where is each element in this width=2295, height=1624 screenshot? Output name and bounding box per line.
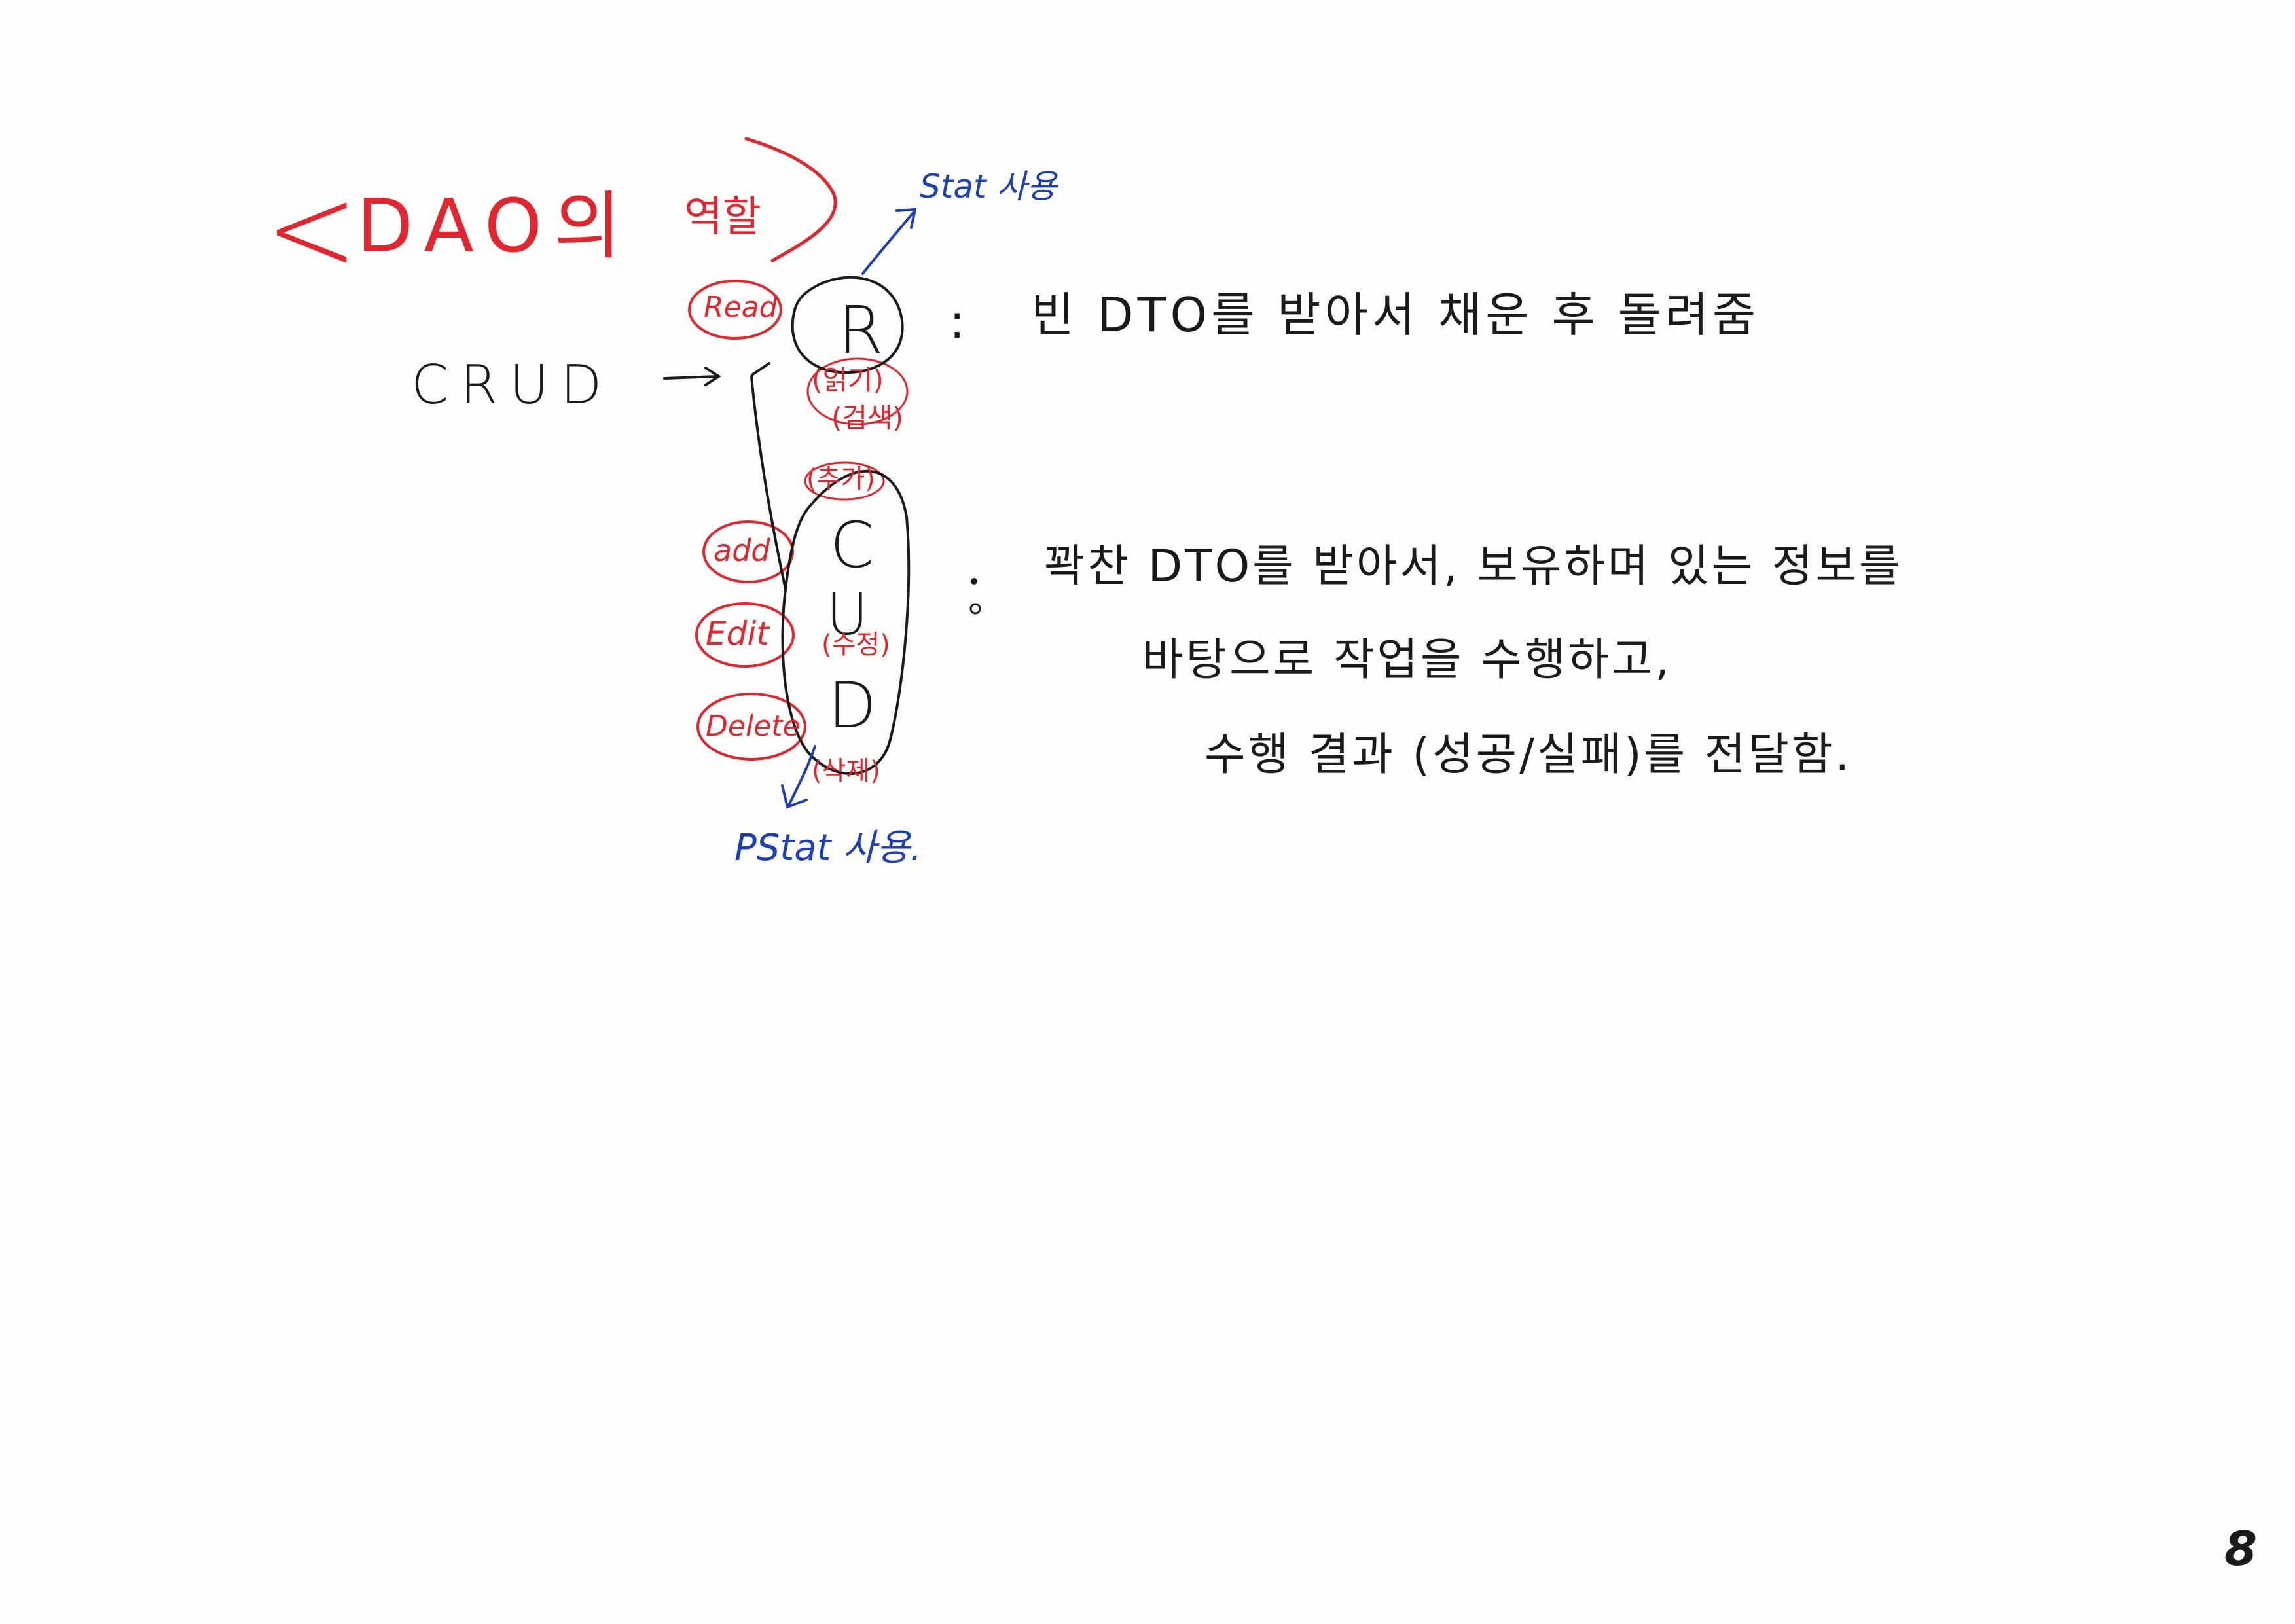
- delete-tag-circle: [696, 693, 806, 761]
- title-opening-bracket: <: [265, 158, 359, 300]
- read-tag: Read: [704, 291, 778, 324]
- stat-arrow-head: [895, 208, 917, 229]
- pstat-arrow: [787, 745, 816, 806]
- title-closing-bracket: [744, 137, 837, 262]
- delete-paren: (삭제): [812, 756, 880, 786]
- cud-colon-top: [971, 578, 977, 585]
- stat-arrow: [861, 211, 914, 275]
- read-paren-circle: [806, 357, 909, 425]
- cud-top-paren-circle: [804, 461, 885, 501]
- read-paren-2: (검색): [831, 402, 904, 434]
- title-role: 역할: [684, 193, 761, 242]
- cud-description-line-2: 바탕으로 작업을 수행하고,: [1142, 634, 1672, 686]
- page-number: 8: [2224, 1521, 2258, 1576]
- crud-connector: [750, 362, 787, 590]
- cud-top-paren: (추가): [806, 464, 875, 494]
- cud-colon-bottom: [969, 603, 981, 615]
- crud-label: CRUD: [411, 354, 614, 416]
- read-letter: R: [838, 292, 884, 369]
- edit-tag-circle: [695, 602, 795, 668]
- read-tag-circle: [688, 280, 782, 340]
- read-description: 빈 DTO를 받아서 채운 후 돌려줌: [1031, 287, 1760, 342]
- read-colon: :: [949, 294, 966, 349]
- r-circle: [791, 276, 904, 374]
- c-letter: C: [830, 509, 875, 582]
- add-tag: add: [714, 533, 770, 568]
- cud-description-line-1: 꽉찬 DTO를 받아서, 보유하며 있는 정보를: [1044, 541, 1903, 592]
- delete-tag: Delete: [706, 710, 801, 743]
- d-letter: D: [828, 669, 876, 742]
- u-letter: U: [826, 581, 869, 648]
- cud-description-line-3: 수행 결과 (성공/실패)를 전달함.: [1204, 729, 1852, 781]
- read-paren-1: (읽기): [812, 364, 884, 396]
- edit-paren: (수정): [822, 630, 890, 660]
- add-tag-circle: [702, 520, 794, 583]
- title-text: DAO의: [357, 184, 634, 269]
- crud-arrow-line: [663, 375, 718, 380]
- read-use-note: Stat 사용: [920, 168, 1057, 206]
- cud-use-note: PStat 사용.: [734, 827, 922, 869]
- pstat-arrow-head: [781, 784, 808, 809]
- edit-tag: Edit: [706, 615, 769, 653]
- crud-arrow-head: [704, 367, 721, 386]
